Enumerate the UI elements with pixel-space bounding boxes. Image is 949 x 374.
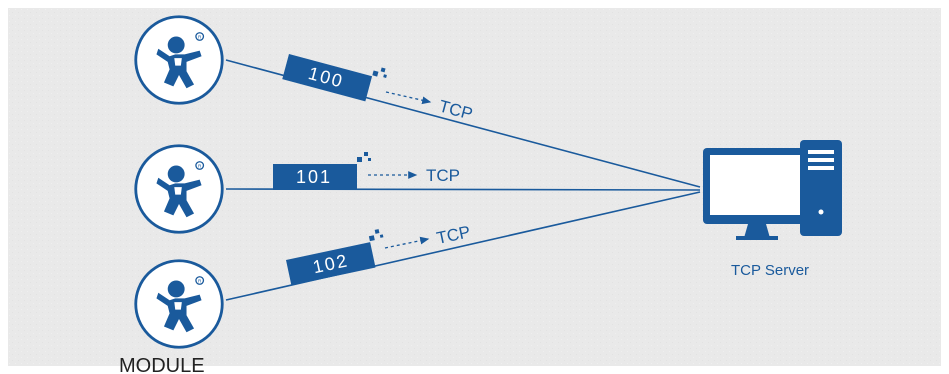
module-logo-icon (134, 259, 224, 349)
server-computer: TCP Server (703, 140, 842, 279)
packet-2: 101 (273, 152, 371, 190)
protocol-label-2: TCP (426, 166, 460, 185)
server-label: TCP Server (731, 262, 809, 279)
module-2 (134, 144, 224, 234)
packet-1: 100 (282, 53, 387, 102)
arrow-3 (384, 236, 430, 249)
module-logo-icon (134, 144, 224, 234)
packet-box (273, 164, 357, 190)
desktop-computer-icon (703, 140, 842, 240)
module-1 (134, 15, 224, 105)
packet-box (282, 53, 373, 102)
module-label: MODULE (119, 355, 205, 374)
packet-box (286, 242, 376, 286)
module-3 (134, 259, 224, 349)
arrow-1 (385, 91, 432, 105)
module-logo-icon (134, 15, 224, 105)
packet-id-label: 101 (296, 167, 332, 187)
packet-3: 102 (286, 229, 384, 286)
